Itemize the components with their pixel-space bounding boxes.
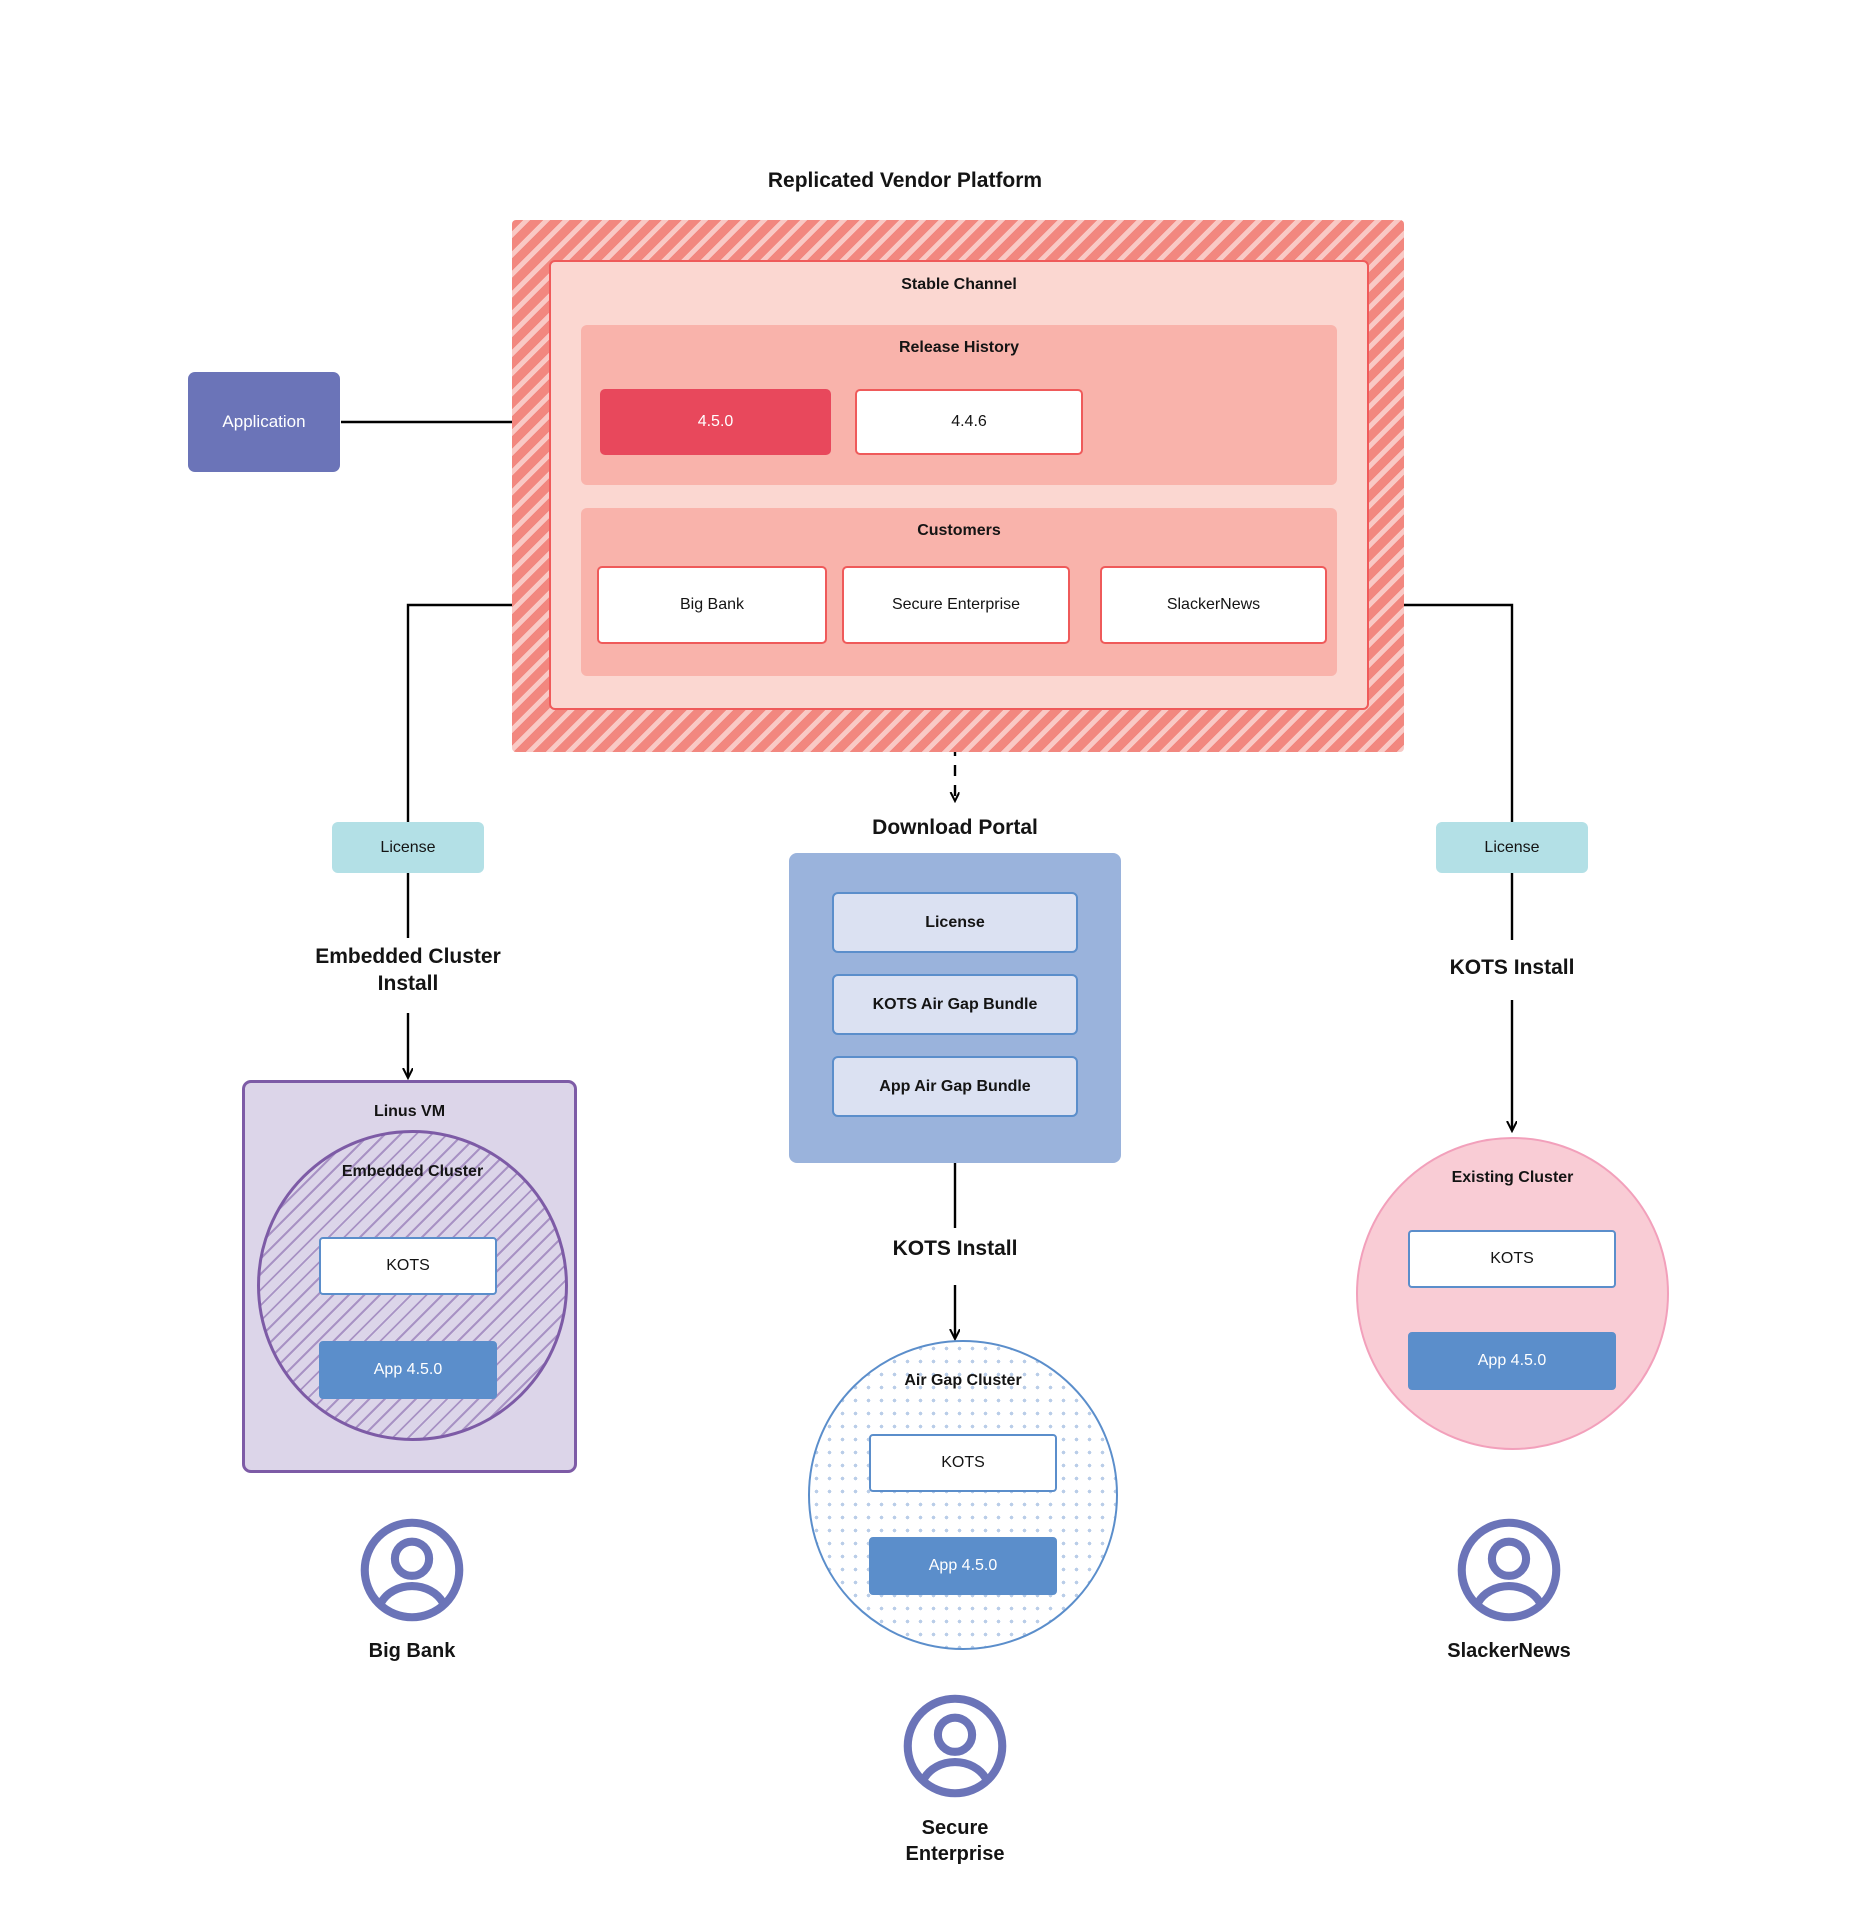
- customer-item-secure-enterprise[interactable]: Secure Enterprise: [842, 566, 1070, 644]
- persona-label-secure-enterprise: Secure Enterprise: [905, 1817, 1005, 1865]
- kots-node-right[interactable]: KOTS: [1408, 1230, 1616, 1288]
- existing-cluster-title: Existing Cluster: [1451, 1169, 1574, 1186]
- app-version-node-right[interactable]: App 4.5.0: [1408, 1332, 1616, 1390]
- portal-item-kots-air-gap-bundle[interactable]: KOTS Air Gap Bundle: [832, 974, 1078, 1035]
- license-chip-left[interactable]: License: [332, 822, 484, 873]
- kots-node-left[interactable]: KOTS: [319, 1237, 497, 1295]
- stable-channel-title: Stable Channel: [901, 276, 1017, 293]
- persona-secure-enterprise: [901, 1692, 1009, 1805]
- license-chip-right[interactable]: License: [1436, 822, 1588, 873]
- air-gap-cluster-circle: Air Gap Cluster: [808, 1340, 1118, 1650]
- step-label-embedded-cluster-install: Embedded Cluster Install: [315, 945, 501, 995]
- release-item-current[interactable]: 4.5.0: [600, 389, 831, 455]
- step-label-kots-install-center: KOTS Install: [892, 1237, 1018, 1260]
- app-version-node-center[interactable]: App 4.5.0: [869, 1537, 1057, 1595]
- kots-node-center[interactable]: KOTS: [869, 1434, 1057, 1492]
- release-item-previous[interactable]: 4.4.6: [855, 389, 1083, 455]
- existing-cluster-circle: Existing Cluster: [1356, 1137, 1669, 1450]
- persona-label-big-bank: Big Bank: [368, 1640, 456, 1662]
- app-version-node-left[interactable]: App 4.5.0: [319, 1341, 497, 1399]
- download-portal-title: Download Portal: [872, 816, 1038, 839]
- user-avatar-icon: [360, 1518, 464, 1622]
- portal-item-app-air-gap-bundle[interactable]: App Air Gap Bundle: [832, 1056, 1078, 1117]
- release-history-title: Release History: [898, 339, 1020, 356]
- linux-vm-title: Linus VM: [373, 1103, 446, 1120]
- embedded-cluster-title: Embedded Cluster: [341, 1163, 484, 1180]
- customer-item-big-bank[interactable]: Big Bank: [597, 566, 827, 644]
- customers-title: Customers: [917, 522, 1001, 539]
- page-title: Replicated Vendor Platform: [767, 169, 1043, 192]
- customer-item-slackernews[interactable]: SlackerNews: [1100, 566, 1327, 644]
- persona-big-bank: [358, 1516, 466, 1629]
- portal-item-license[interactable]: License: [832, 892, 1078, 953]
- step-label-kots-install-right: KOTS Install: [1449, 956, 1575, 979]
- application-node[interactable]: Application: [188, 372, 340, 472]
- air-gap-cluster-title: Air Gap Cluster: [904, 1372, 1022, 1389]
- user-avatar-icon: [1457, 1518, 1561, 1622]
- user-avatar-icon: [903, 1694, 1007, 1798]
- persona-label-slackernews: SlackerNews: [1447, 1640, 1571, 1662]
- persona-slackernews: [1455, 1516, 1563, 1629]
